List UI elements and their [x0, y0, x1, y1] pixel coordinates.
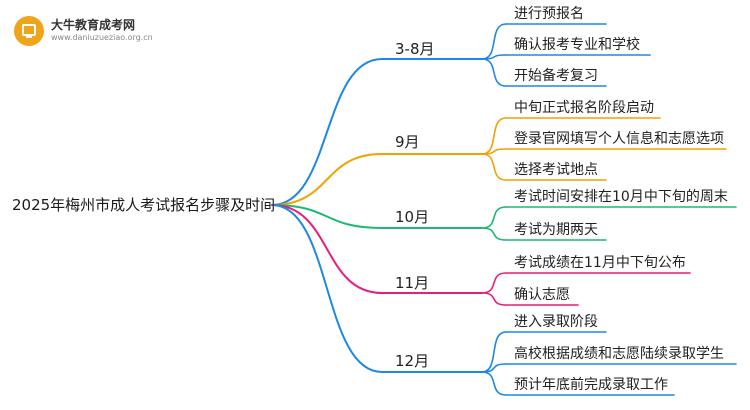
leaf-connector — [481, 227, 507, 241]
branch-month-label: 9月 — [395, 133, 420, 151]
branch-month-label: 10月 — [395, 208, 430, 226]
leaf-topic: 高校根据成绩和志愿陆续录取学生 — [514, 346, 724, 362]
leaf-topic: 确认报考专业和学校 — [514, 37, 640, 53]
leaf-connector — [481, 58, 507, 87]
book-logo-icon — [14, 16, 44, 46]
leaf-topic: 预计年底前完成录取工作 — [514, 377, 668, 393]
branch-connector — [271, 204, 383, 373]
leaf-connector — [481, 23, 507, 60]
watermark-site-url: www.daniuzueziao.org.cn — [51, 33, 153, 42]
leaf-connector — [481, 153, 507, 181]
leaf-topic: 进行预报名 — [514, 6, 584, 22]
leaf-connector — [481, 331, 507, 373]
branch-connector — [271, 204, 383, 229]
watermark-site-name: 大牛教育成考网 — [51, 18, 136, 32]
leaf-topic: 考试为期两天 — [514, 222, 598, 238]
branch-month-label: 12月 — [395, 352, 430, 370]
leaf-topic: 登录官网填写个人信息和志愿选项 — [514, 131, 724, 147]
site-watermark: 大牛教育成考网 www.daniuzueziao.org.cn — [14, 14, 174, 48]
leaf-connector — [481, 206, 507, 229]
leaf-topic: 中旬正式报名阶段启动 — [514, 100, 654, 116]
branch-month-label: 11月 — [395, 274, 430, 292]
leaf-topic: 进入录取阶段 — [514, 314, 598, 330]
leaf-connector — [481, 292, 507, 306]
leaf-topic: 开始备考复习 — [514, 68, 598, 84]
branch-connector — [271, 153, 383, 206]
leaf-connector — [481, 371, 507, 396]
leaf-topic: 考试时间安排在10月中下旬的周末 — [514, 189, 728, 205]
branch-connector — [271, 58, 383, 206]
branch-connector — [271, 204, 383, 294]
leaf-topic: 考试成绩在11月中下旬公布 — [514, 255, 686, 271]
root-topic: 2025年梅州市成人考试报名步骤及时间 — [12, 196, 276, 214]
leaf-topic: 选择考试地点 — [514, 162, 598, 178]
leaf-connector — [481, 117, 507, 155]
branch-month-label: 3-8月 — [395, 40, 435, 58]
leaf-topic: 确认志愿 — [514, 287, 570, 303]
